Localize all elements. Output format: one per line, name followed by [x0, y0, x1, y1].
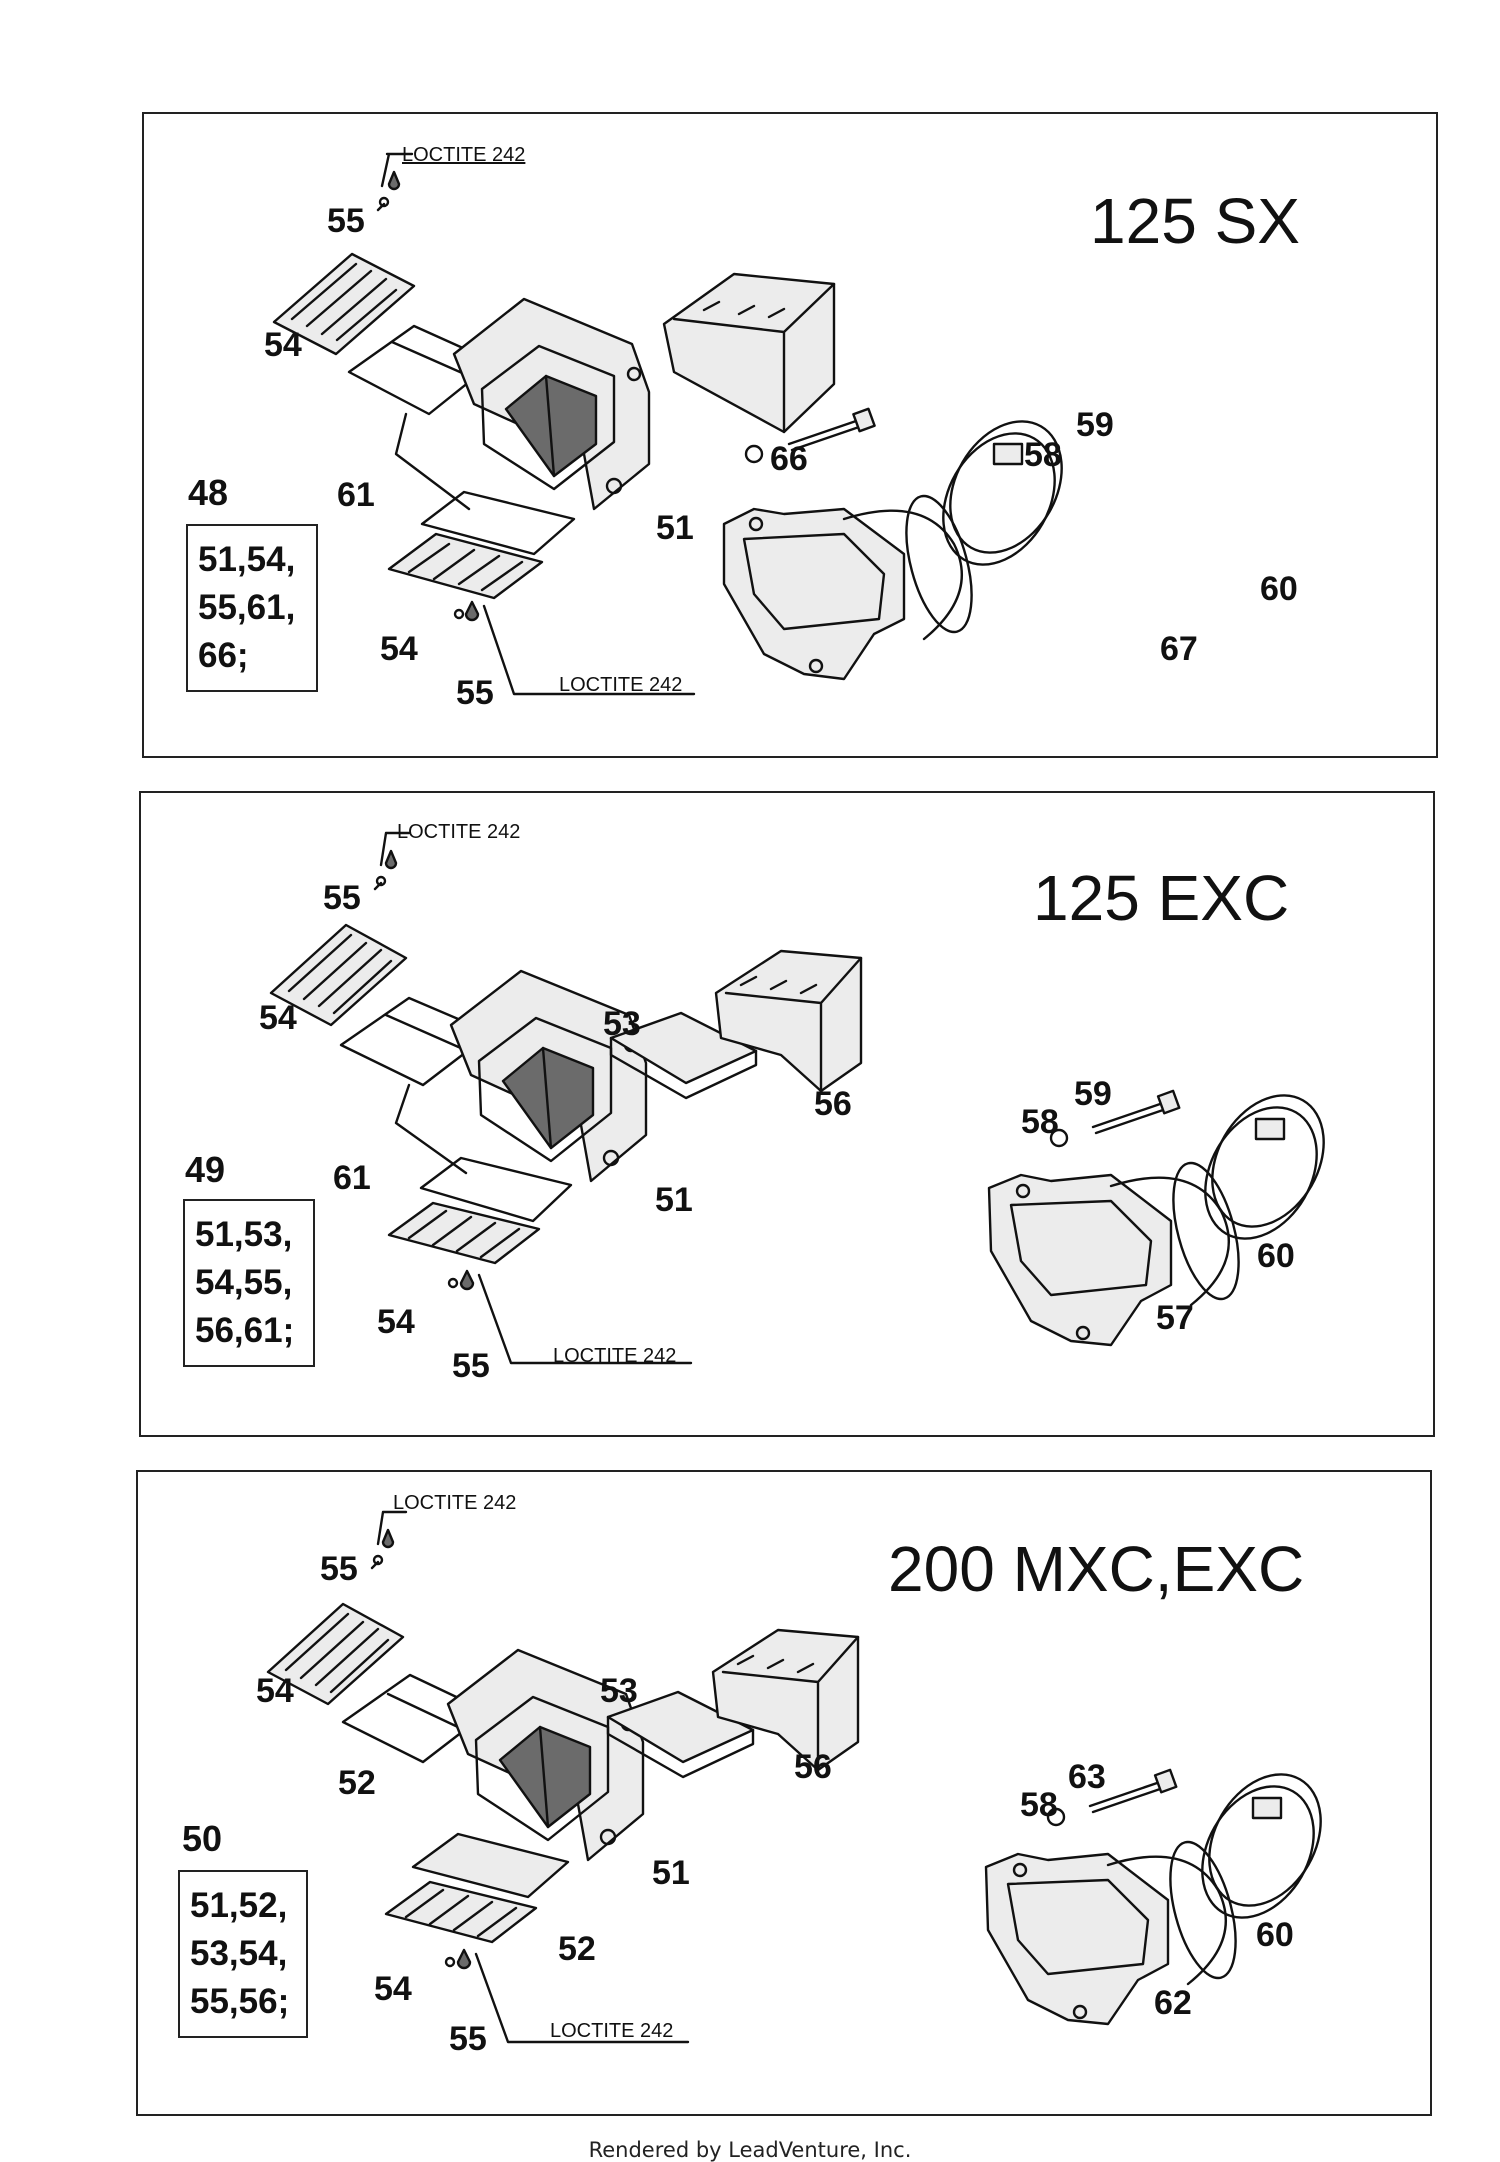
part-label-51: 51: [652, 1854, 690, 1892]
loctite-label-top: LOCTITE 242: [402, 144, 526, 166]
model-title-125exc: 125 EXC: [1033, 862, 1290, 934]
part-label-57: 57: [1156, 1299, 1194, 1337]
part-label-54-top: 54: [264, 326, 302, 364]
part-label-53: 53: [600, 1672, 638, 1710]
kit-contents-line: 51,52,: [190, 1886, 288, 1925]
part-label-59: 59: [1074, 1075, 1112, 1113]
part-label-53: 53: [603, 1005, 641, 1043]
part-label-62: 62: [1154, 1984, 1192, 2022]
part-label-58: 58: [1020, 1786, 1058, 1824]
kit-contents-box: 51,54, 55,61, 66;: [186, 524, 318, 692]
kit-contents-line: 55,56;: [190, 1982, 290, 2021]
part-label-60: 60: [1260, 570, 1298, 608]
exploded-view-200mxc-exc: [266, 1510, 1322, 2044]
kit-contents-line: 54,55,: [195, 1263, 293, 1302]
kit-number-48: 48: [188, 472, 229, 513]
part-label-60: 60: [1257, 1237, 1295, 1275]
part-label-55-top: 55: [320, 1550, 358, 1588]
part-label-61: 61: [337, 476, 375, 514]
diagram-panel-125sx: LOCTITE 242 LOCTITE 242 125 SX 55 54 61 …: [142, 112, 1438, 758]
part-label-54-bottom: 54: [374, 1970, 412, 2008]
loctite-label-bottom: LOCTITE 242: [550, 2020, 674, 2042]
part-label-54-bottom: 54: [377, 1303, 415, 1341]
part-label-54-bottom: 54: [380, 630, 418, 668]
part-label-59: 59: [1076, 406, 1114, 444]
part-label-63: 63: [1068, 1758, 1106, 1796]
part-label-52-top: 52: [338, 1764, 376, 1802]
kit-contents-box: 51,53, 54,55, 56,61;: [183, 1199, 315, 1367]
loctite-label-bottom: LOCTITE 242: [553, 1345, 677, 1367]
part-label-52-bottom: 52: [558, 1930, 596, 1968]
kit-contents-line: 55,61,: [198, 588, 296, 627]
loctite-label-bottom: LOCTITE 242: [559, 674, 683, 696]
part-label-58: 58: [1021, 1103, 1059, 1141]
part-label-58: 58: [1024, 436, 1062, 474]
part-label-54-top: 54: [259, 999, 297, 1037]
render-credit-footer: Rendered by LeadVenture, Inc.: [588, 2138, 912, 2162]
part-label-61: 61: [333, 1159, 371, 1197]
kit-number-50: 50: [182, 1818, 223, 1859]
part-label-56: 56: [794, 1748, 832, 1786]
part-label-55-bottom: 55: [456, 674, 494, 712]
part-label-51: 51: [655, 1181, 693, 1219]
kit-contents-line: 56,61;: [195, 1311, 295, 1350]
kit-number-49: 49: [185, 1149, 226, 1190]
part-label-55-top: 55: [327, 202, 365, 240]
exploded-view-125sx: [272, 152, 1063, 696]
kit-contents-line: 51,54,: [198, 540, 296, 579]
part-label-60: 60: [1256, 1916, 1294, 1954]
part-label-67: 67: [1160, 630, 1198, 668]
part-label-51: 51: [656, 509, 694, 547]
part-label-56: 56: [814, 1085, 852, 1123]
loctite-label-top: LOCTITE 242: [397, 821, 521, 843]
diagram-panel-200mxc-exc: LOCTITE 242 LOCTITE 242 200 MXC,EXC 55 5…: [136, 1470, 1432, 2116]
part-label-55-top: 55: [323, 879, 361, 917]
kit-contents-line: 53,54,: [190, 1934, 288, 1973]
model-title-125sx: 125 SX: [1090, 185, 1300, 257]
kit-contents-box: 51,52, 53,54, 55,56;: [178, 1870, 308, 2038]
kit-contents-line: 51,53,: [195, 1215, 293, 1254]
part-label-66: 66: [770, 440, 808, 478]
kit-contents-line: 66;: [198, 636, 249, 675]
model-title-200mxc-exc: 200 MXC,EXC: [888, 1533, 1305, 1605]
part-label-55-bottom: 55: [452, 1347, 490, 1385]
part-label-54-top: 54: [256, 1672, 294, 1710]
exploded-view-125exc: [269, 831, 1325, 1365]
loctite-label-top: LOCTITE 242: [393, 1492, 517, 1514]
diagram-panel-125exc: LOCTITE 242 LOCTITE 242 125 EXC 55 54 61…: [139, 791, 1435, 1437]
part-label-55-bottom: 55: [449, 2020, 487, 2058]
